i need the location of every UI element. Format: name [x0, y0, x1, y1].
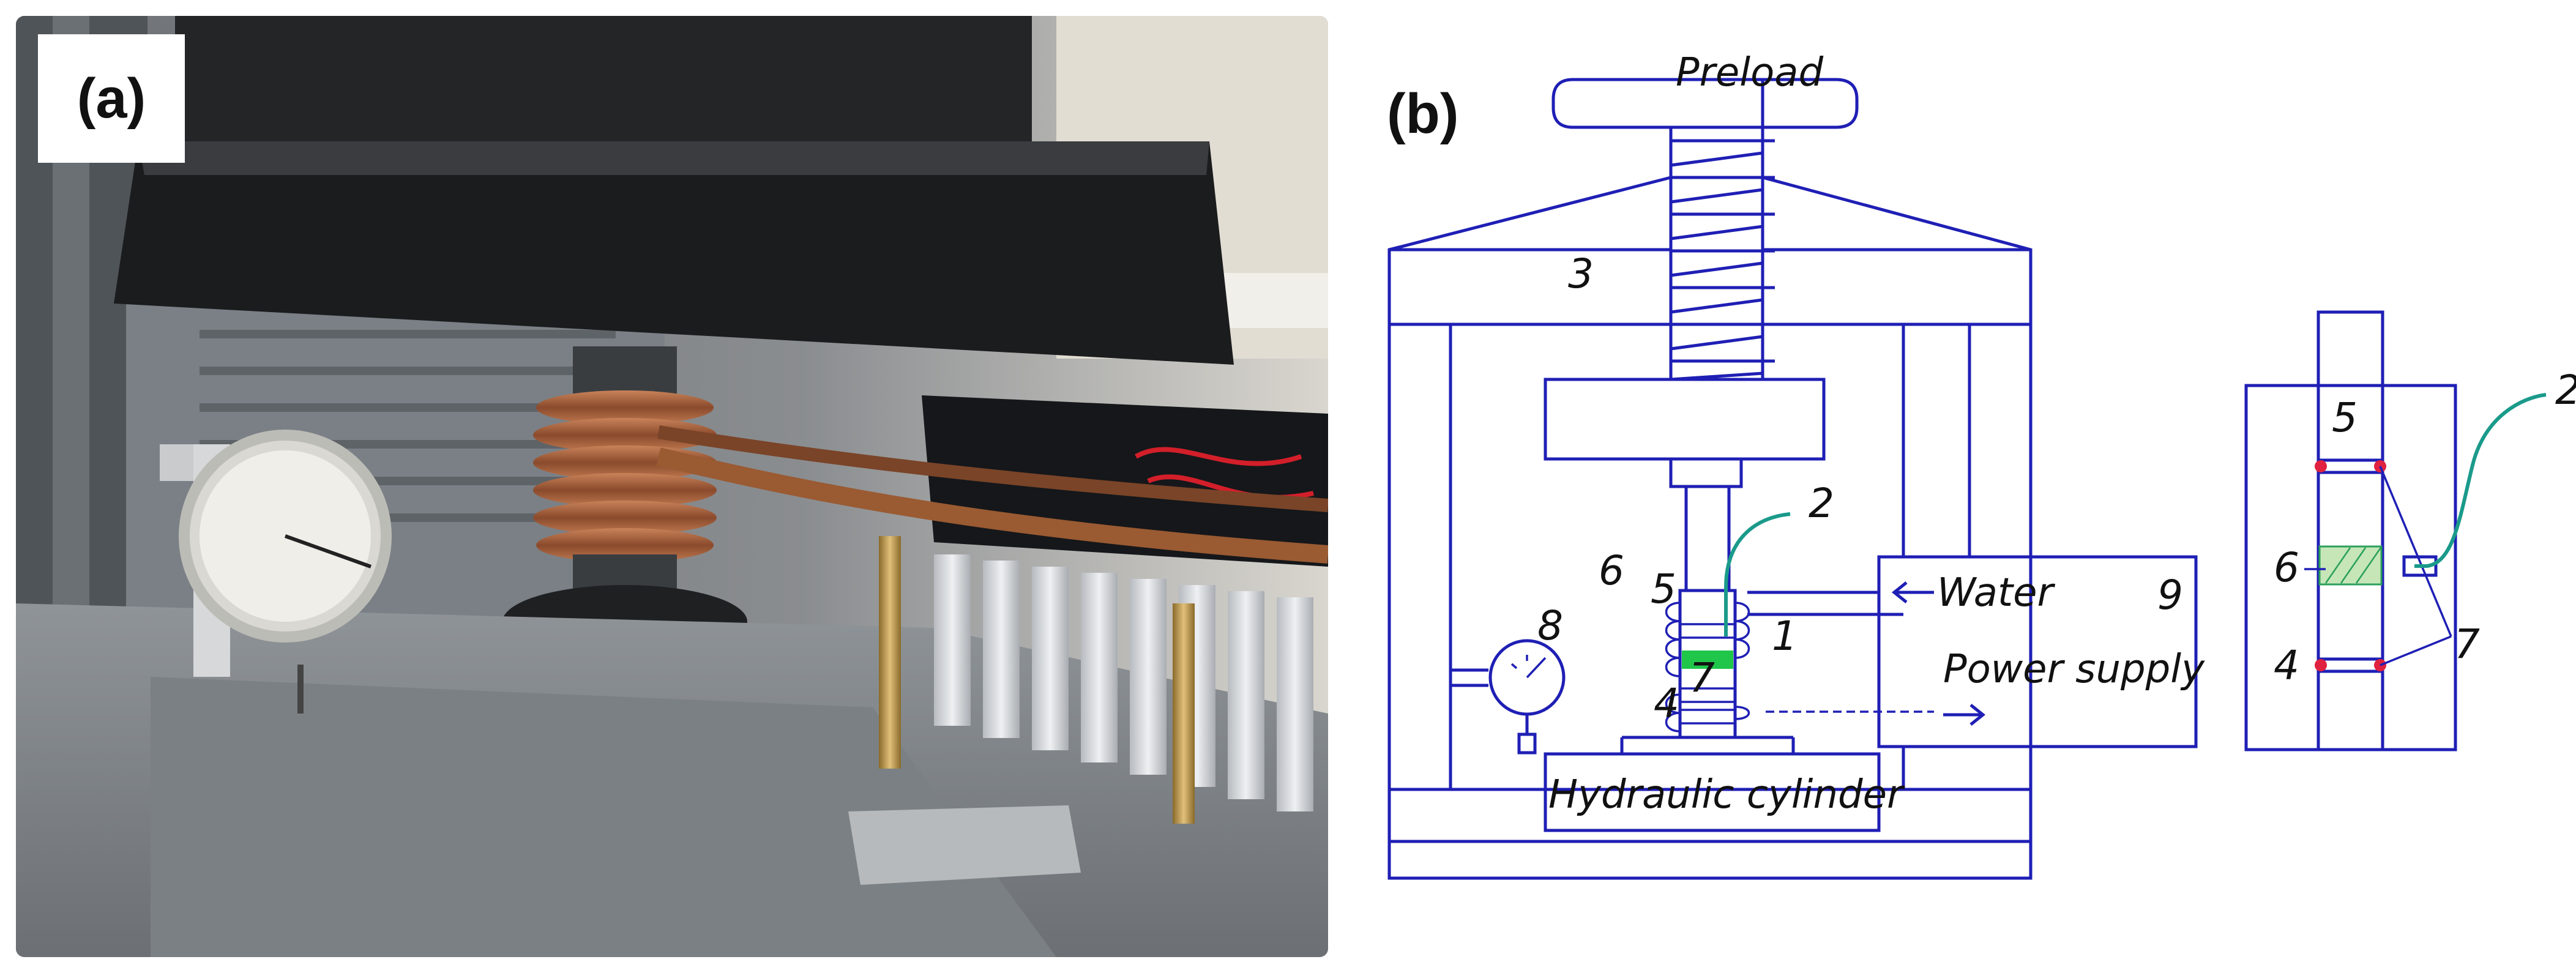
preload-handle [1551, 78, 1859, 129]
hydraulic-cylinder [1544, 752, 1881, 832]
power-supply-box [1877, 555, 2198, 748]
detail-callout-5: 5 [2332, 394, 2358, 441]
preload-label: Preload [1676, 50, 1823, 95]
detail-callout-6: 6 [2274, 544, 2299, 591]
callout-4: 4 [1654, 680, 1679, 727]
callout-9: 9 [2157, 572, 2183, 619]
photo-panel: (a) [16, 16, 1328, 957]
hydraulic-cylinder-label: Hydraulic cylinder [1548, 772, 1905, 818]
detail-view [2244, 310, 2547, 751]
water-arrow-icon [1891, 581, 1934, 603]
detail-callout-7: 7 [2454, 621, 2480, 668]
water-label: Water [1937, 570, 2055, 616]
panel-a-label: (a) [38, 34, 185, 163]
thermocouple-wire [1724, 512, 1791, 636]
callout-8: 8 [1537, 602, 1563, 649]
detail-callout-4: 4 [2274, 642, 2299, 689]
press-frame [1387, 176, 2033, 880]
callout-2: 2 [1809, 480, 1834, 527]
power-supply-label: Power supply [1943, 647, 2205, 692]
panel-b-label: (b) [1387, 83, 1459, 145]
experimental-setup-photo [16, 16, 1328, 957]
ram-block [1669, 457, 1743, 488]
callout-5: 5 [1651, 565, 1676, 613]
callout-1: 1 [1772, 613, 1798, 660]
sample [1682, 651, 1733, 669]
pressure-gauge [1450, 639, 1566, 755]
callout-3: 3 [1568, 250, 1594, 297]
preload-screw [1669, 127, 1775, 381]
detail-callout-2: 2 [2555, 367, 2576, 414]
callout-7: 7 [1689, 654, 1715, 701]
callout-6: 6 [1599, 547, 1624, 594]
outflow-arrow-icon [1943, 704, 1986, 726]
crosshead [1544, 378, 1826, 461]
